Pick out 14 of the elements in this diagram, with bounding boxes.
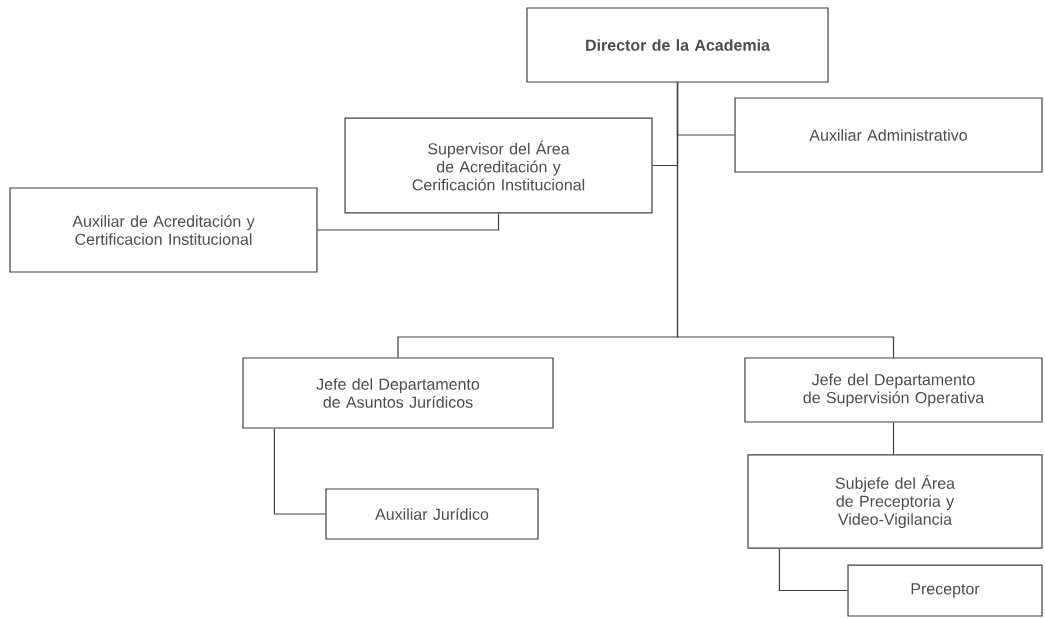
org-box: Jefe del Departamento de Asuntos Jurídicos: [242, 357, 554, 429]
connector: [273, 428, 326, 515]
org-box: Auxiliar Administrativo: [734, 97, 1043, 173]
connector: [676, 82, 895, 358]
org-box: Auxiliar Jurídico: [325, 488, 539, 540]
connector: [778, 548, 848, 592]
connector: [892, 422, 895, 455]
org-box: Preceptor: [847, 564, 1043, 617]
org-box: Auxiliar de Acreditación y Certificacion Institucional: [9, 187, 318, 273]
org-box: Director de la Academia: [526, 7, 829, 83]
org-box: Jefe del Departamento de Supervisión Operativa: [744, 357, 1043, 423]
org-box: Subjefe del Área de Preceptoria y Video-Vigilancia: [747, 454, 1043, 549]
org-box: Supervisor del Área de Acreditación y Cerificación Institucional: [344, 117, 653, 214]
connector: [316, 212, 500, 231]
